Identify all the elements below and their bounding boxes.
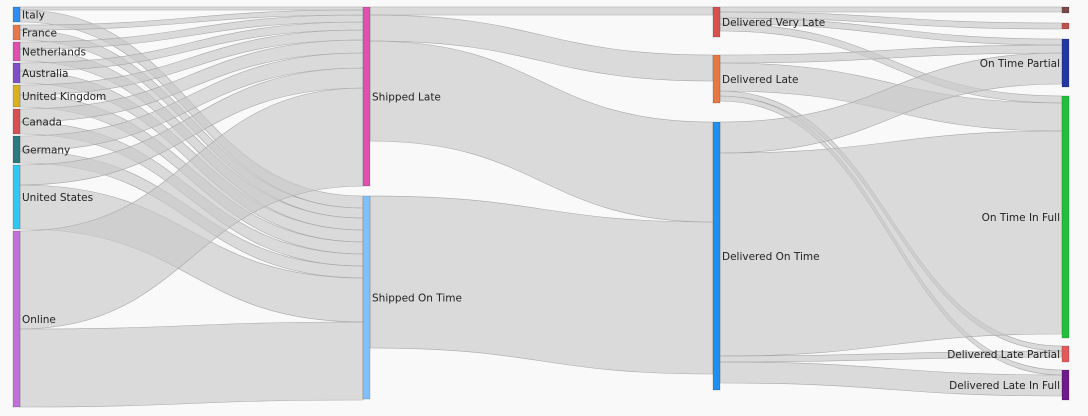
- links-layer: [19, 6, 1063, 408]
- node-label-on-time-partial: On Time Partial: [980, 58, 1060, 70]
- node-label-shipped-late: Shipped Late: [372, 92, 441, 104]
- node-label-canada: Canada: [22, 117, 62, 129]
- node-label-online: Online: [22, 314, 56, 326]
- node-delivered-very-late[interactable]: [712, 6, 721, 38]
- node-delivered-late[interactable]: [712, 54, 721, 104]
- node-unlabeled-a[interactable]: [1061, 6, 1070, 14]
- link-online-to-shipped_on_time[interactable]: [19, 321, 364, 408]
- node-netherlands[interactable]: [12, 41, 21, 62]
- node-italy[interactable]: [12, 6, 21, 23]
- node-label-uk: United Kingdom: [22, 91, 106, 103]
- node-online[interactable]: [12, 230, 21, 408]
- node-us[interactable]: [12, 164, 21, 230]
- node-delivered-late-partial[interactable]: [1061, 345, 1070, 363]
- link-shipped_on_time-to-delivered_on_time[interactable]: [369, 195, 714, 375]
- node-france[interactable]: [12, 24, 21, 41]
- nodes-layer: [12, 6, 1070, 408]
- node-delivered-late-in-full[interactable]: [1061, 369, 1070, 401]
- node-label-on-time-in-full: On Time In Full: [982, 212, 1060, 224]
- node-label-germany: Germany: [22, 145, 70, 157]
- link-delivered_very_late-to-unlabeled_a[interactable]: [719, 6, 1063, 13]
- node-shipped-late[interactable]: [362, 6, 371, 187]
- node-shipped-on-time[interactable]: [362, 195, 371, 400]
- node-label-delivered-very-late: Delivered Very Late: [722, 17, 825, 29]
- link-shipped_late-to-delivered_very_late[interactable]: [369, 6, 714, 16]
- node-label-australia: Australia: [22, 68, 68, 80]
- node-on-time-partial[interactable]: [1061, 38, 1070, 88]
- node-delivered-on-time[interactable]: [712, 121, 721, 391]
- node-label-netherlands: Netherlands: [22, 47, 86, 59]
- node-label-france: France: [22, 28, 57, 40]
- node-label-delivered-late-partial: Delivered Late Partial: [947, 349, 1060, 361]
- node-canada[interactable]: [12, 108, 21, 135]
- node-on-time-in-full[interactable]: [1061, 95, 1070, 339]
- node-germany[interactable]: [12, 135, 21, 164]
- node-label-us: United States: [22, 192, 93, 204]
- node-label-shipped-on-time: Shipped On Time: [372, 293, 462, 305]
- node-australia[interactable]: [12, 62, 21, 84]
- node-label-delivered-late-in-full: Delivered Late In Full: [949, 380, 1060, 392]
- node-label-italy: Italy: [22, 10, 45, 22]
- link-italy-to-shipped_late[interactable]: [19, 6, 364, 11]
- link-delivered_on_time-to-on_time_in_full[interactable]: [719, 130, 1063, 357]
- node-unlabeled-b[interactable]: [1061, 22, 1070, 30]
- node-label-delivered-late: Delivered Late: [722, 74, 798, 86]
- node-uk[interactable]: [12, 84, 21, 108]
- node-label-delivered-on-time: Delivered On Time: [722, 251, 820, 263]
